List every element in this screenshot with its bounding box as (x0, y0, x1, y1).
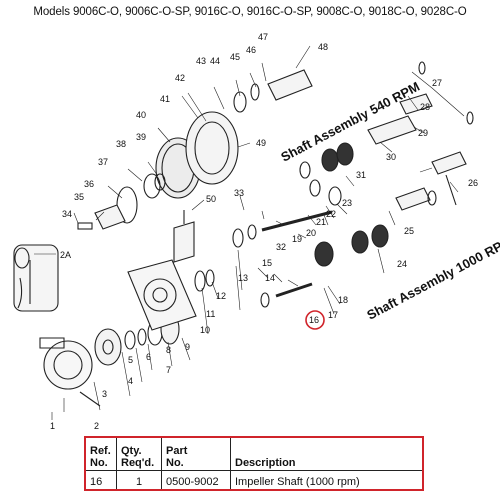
callout-30: 30 (386, 152, 396, 162)
callout-19: 19 (292, 234, 302, 244)
cell-description: Impeller Shaft (1000 rpm) (230, 470, 424, 491)
gear-housing-41 (155, 111, 239, 199)
callout-29: 29 (418, 128, 428, 138)
highlight-circle (305, 310, 325, 330)
callout-21: 21 (316, 217, 326, 227)
callout-11: 11 (206, 309, 215, 319)
callout-12: 12 (216, 291, 226, 301)
callout-43: 43 (196, 56, 206, 66)
callout-8: 8 (166, 345, 171, 355)
ring-46 (250, 83, 260, 101)
callout-46: 46 (246, 45, 256, 55)
pump-casing-2a (13, 244, 59, 312)
bearing-45 (233, 91, 247, 113)
callout-3: 3 (102, 389, 107, 399)
callout-39: 39 (136, 132, 146, 142)
callout-35: 35 (74, 192, 84, 202)
callout-13: 13 (238, 273, 248, 283)
callout-5: 5 (128, 355, 133, 365)
callout-6: 6 (146, 352, 151, 362)
flange-35 (77, 204, 126, 230)
header-ref-no: Ref.No. (84, 436, 117, 471)
callout-45: 45 (230, 52, 240, 62)
callout-32: 32 (276, 242, 286, 252)
callout-24: 24 (397, 259, 407, 269)
table-row: 16 1 0500-9002 Impeller Shaft (1000 rpm) (84, 470, 424, 491)
callout-37: 37 (98, 157, 108, 167)
callout-7: 7 (166, 365, 171, 375)
callout-20: 20 (306, 228, 316, 238)
header-qty: Qty.Req'd. (116, 436, 162, 471)
callout-42: 42 (175, 73, 185, 83)
callout-31: 31 (356, 170, 366, 180)
seal-11 (194, 270, 206, 292)
header-description: Description (230, 436, 424, 471)
output-shafts (367, 61, 474, 211)
callout-25: 25 (404, 226, 414, 236)
gears-540-rpm (299, 142, 354, 206)
shaft-cap-48 (267, 69, 313, 101)
callout-27: 27 (432, 78, 442, 88)
shaft-1000-label: Shaft Assembly 1000 RPM (364, 233, 500, 322)
callout-1: 1 (50, 421, 55, 431)
cell-ref: 16 (84, 470, 117, 491)
volute-housing-3 (39, 337, 101, 407)
bracket-plate-10 (127, 259, 197, 331)
callout-17: 17 (328, 310, 338, 320)
page-title: Models 9006C-O, 9006C-O-SP, 9016C-O, 901… (33, 6, 467, 18)
callout-9: 9 (185, 342, 190, 352)
callout-33: 33 (234, 188, 244, 198)
callout-50: 50 (206, 194, 216, 204)
callout-44: 44 (210, 56, 220, 66)
bearing-38 (143, 173, 161, 199)
callout-4: 4 (128, 376, 133, 386)
callout-15: 15 (262, 258, 272, 268)
header-qty-line1: Qty. (121, 445, 142, 457)
callout-14: 14 (265, 273, 275, 283)
callout-38: 38 (116, 139, 126, 149)
callout-2: 2 (94, 421, 99, 431)
callout-22: 22 (326, 209, 336, 219)
callout-48: 48 (318, 42, 328, 52)
cell-qty: 1 (116, 470, 162, 491)
header-ref-line1: Ref. (90, 445, 111, 457)
callout-18: 18 (338, 295, 348, 305)
cell-part-no: 0500-9002 (161, 470, 231, 491)
mount-bracket-50 (173, 210, 195, 263)
callout-40: 40 (136, 110, 146, 120)
callout-26: 26 (468, 178, 478, 188)
callout-47: 47 (258, 32, 268, 42)
callout-49: 49 (256, 138, 266, 148)
callout-10: 10 (200, 325, 210, 335)
exploded-parts-diagram: Shaft Assembly 540 RPM Shaft Assembly 10… (13, 32, 500, 431)
callout-41: 41 (160, 94, 170, 104)
callout-34: 34 (62, 209, 72, 219)
seal-39 (154, 173, 166, 191)
callout-2a: 2A (60, 250, 71, 260)
header-ref-line2: No. (90, 457, 108, 469)
gear-shaft-assembly (232, 210, 389, 308)
seal-12 (205, 269, 215, 287)
callout-28: 28 (420, 102, 430, 112)
callout-16: 16 (309, 315, 319, 325)
header-part-line1: Part (166, 445, 188, 457)
header-qty-line2: Req'd. (121, 457, 155, 469)
callout-36: 36 (84, 179, 94, 189)
callout-23: 23 (342, 198, 352, 208)
header-part-line2: No. (166, 457, 184, 469)
